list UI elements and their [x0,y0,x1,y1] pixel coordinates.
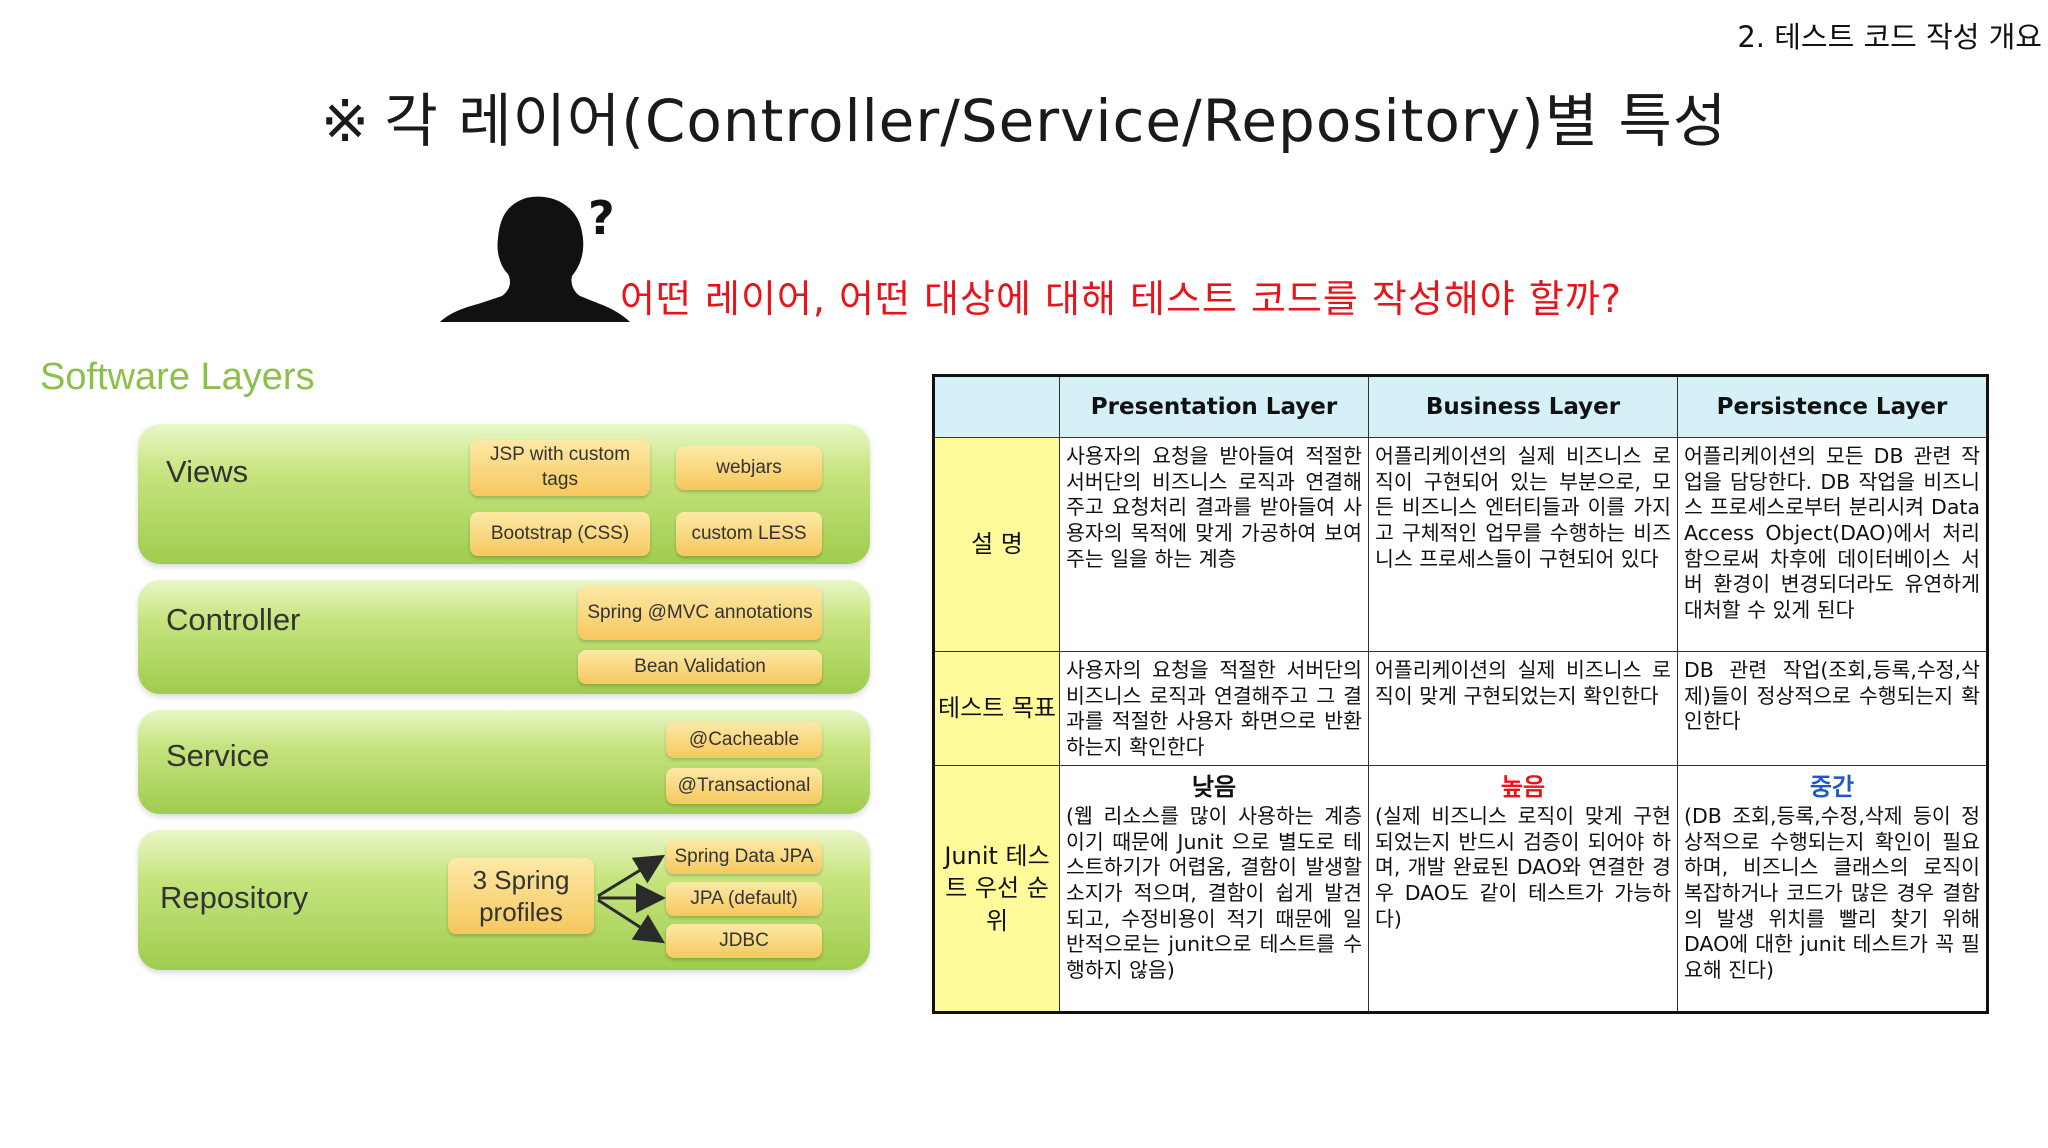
table-cell: 어플리케이션의 모든 DB 관련 작업을 담당한다. DB 작업을 비즈니스 프… [1677,437,1988,652]
table-row: 테스트 목표 사용자의 요청을 적절한 서버단의 비즈니스 로직과 연결해주고 … [933,651,1988,766]
table-row: Junit 테스트 우선 순위 낮음 (웹 리소스를 많이 사용하는 계층이기 … [933,765,1988,1013]
table-header-row: Presentation Layer Business Layer Persis… [933,375,1988,438]
layer-service-name: Service [166,738,270,773]
thinking-person-silhouette-icon: ? [440,192,630,322]
chip-transactional: @Transactional [666,768,822,804]
profile-arrows-icon [597,854,666,944]
chip-spring-mvc-annotations: Spring @MVC annotations [578,586,822,640]
layer-repository: Repository 3 Spring profiles Spring Data… [138,830,870,970]
row-header-test-goal: 테스트 목표 [933,651,1060,766]
priority-reason: (웹 리소스를 많이 사용하는 계층이기 때문에 Junit 으로 별도로 테스… [1066,804,1362,982]
chip-bean-validation: Bean Validation [578,650,822,684]
table-cell: 사용자의 요청을 적절한 서버단의 비즈니스 로직과 연결해주고 그 결과를 적… [1059,651,1369,766]
chip-cacheable: @Cacheable [666,722,822,758]
column-header-presentation: Presentation Layer [1059,375,1369,438]
chip-spring-data-jpa: Spring Data JPA [666,840,822,874]
table-cell: 낮음 (웹 리소스를 많이 사용하는 계층이기 때문에 Junit 으로 별도로… [1059,765,1369,1013]
row-header-junit-priority: Junit 테스트 우선 순위 [933,765,1060,1013]
table-row: 설 명 사용자의 요청을 받아들여 적절한 서버단의 비즈니스 로직과 연결해주… [933,437,1988,652]
page-title: ※각 레이어(Controller/Service/Repository)별 특… [0,74,2048,158]
reference-mark: ※ [320,87,371,155]
chip-spring-profiles: 3 Spring profiles [448,858,594,934]
layer-controller: Controller Spring @MVC annotations Bean … [138,580,870,694]
column-header-business: Business Layer [1368,375,1678,438]
priority-reason: (DB 조회,등록,수정,삭제 등이 정상적으로 수행되는지 확인이 필요하며,… [1684,804,1980,982]
table-cell: 중간 (DB 조회,등록,수정,삭제 등이 정상적으로 수행되는지 확인이 필요… [1677,765,1988,1013]
layer-comparison-table: Presentation Layer Business Layer Persis… [932,374,1989,1014]
page-title-text: 각 레이어(Controller/Service/Repository)별 특성 [384,87,1728,155]
software-layers-title: Software Layers [40,356,315,398]
table-cell: DB 관련 작업(조회,등록,수정,삭제)들이 정상적으로 수행되는지 확인한다 [1677,651,1988,766]
priority-medium: 중간 [1809,773,1855,801]
question-text: 어떤 레이어, 어떤 대상에 대해 테스트 코드를 작성해야 할까? [620,277,1622,321]
layer-repository-name: Repository [160,880,309,915]
chip-jdbc: JDBC [666,924,822,958]
table-cell: 높음 (실제 비즈니스 로직이 맞게 구현되었는지 반드시 검증이 되어야 하며… [1368,765,1678,1013]
layer-views: Views JSP with custom tags webjars Boots… [138,424,870,564]
layer-service: Service @Cacheable @Transactional [138,710,870,814]
chip-webjars: webjars [676,446,822,490]
chip-custom-less: custom LESS [676,512,822,556]
table-cell: 어플리케이션의 실제 비즈니스 로직이 구현되어 있는 부분으로, 모든 비즈니… [1368,437,1678,652]
table-cell: 어플리케이션의 실제 비즈니스 로직이 맞게 구현되었는지 확인한다 [1368,651,1678,766]
priority-reason: (실제 비즈니스 로직이 맞게 구현되었는지 반드시 검증이 되어야 하며, 개… [1375,804,1671,931]
chip-jpa-default: JPA (default) [666,882,822,916]
layer-controller-name: Controller [166,602,301,637]
column-header-persistence: Persistence Layer [1677,375,1988,438]
priority-low: 낮음 [1191,773,1237,801]
table-cell: 사용자의 요청을 받아들여 적절한 서버단의 비즈니스 로직과 연결해주고 요청… [1059,437,1369,652]
svg-text:?: ? [588,192,615,245]
chip-jsp-custom-tags: JSP with custom tags [470,440,650,496]
section-label: 2. 테스트 코드 작성 개요 [1737,20,2042,54]
chip-bootstrap-css: Bootstrap (CSS) [470,512,650,556]
priority-high: 높음 [1500,773,1546,801]
table-corner-cell [933,375,1060,438]
row-header-description: 설 명 [933,437,1060,652]
layer-views-name: Views [166,454,249,489]
